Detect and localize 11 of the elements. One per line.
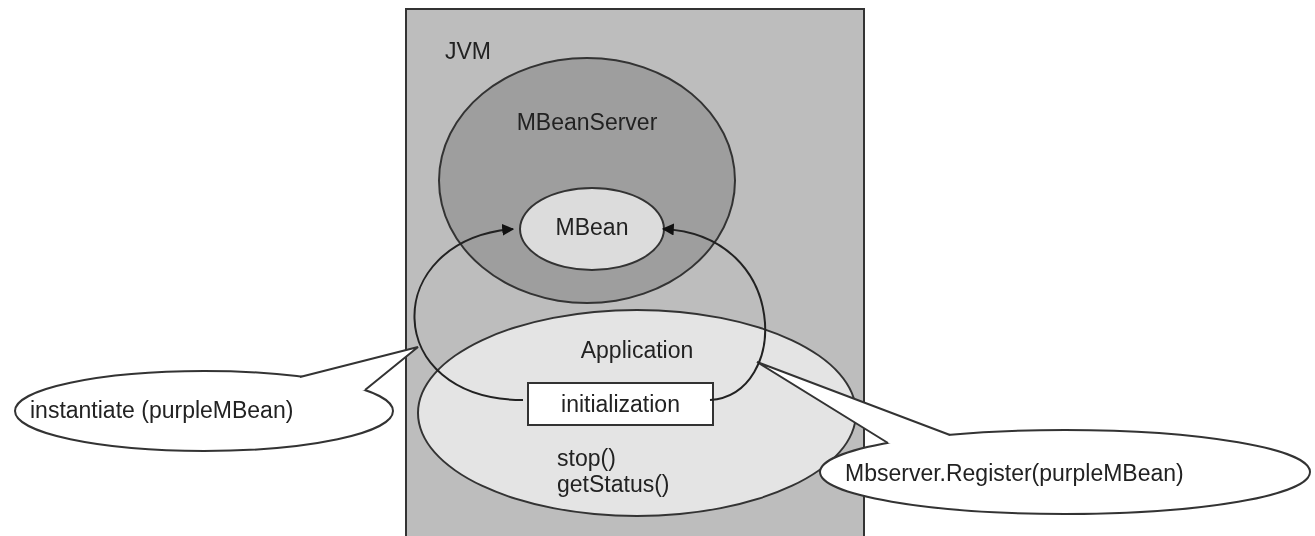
initialization-box bbox=[527, 382, 714, 426]
node-label: Mbserver.Register(purpleMBean) bbox=[845, 460, 1184, 486]
arrow bbox=[661, 224, 766, 401]
node-label: JVM bbox=[445, 38, 491, 64]
node-label: Application bbox=[579, 337, 695, 363]
node-label: instantiate (purpleMBean) bbox=[30, 397, 294, 423]
arrow bbox=[413, 225, 524, 401]
method-list: stop() getStatus() bbox=[557, 445, 697, 497]
node-label: MBeanServer bbox=[515, 109, 659, 135]
node-label: MBean bbox=[554, 214, 630, 240]
node-label: initialization bbox=[560, 391, 681, 417]
